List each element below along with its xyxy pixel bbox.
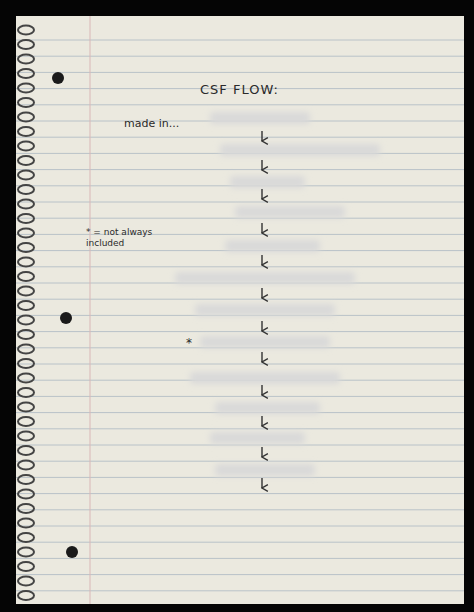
blurred-entries bbox=[175, 112, 380, 476]
note-text: * = not always included bbox=[86, 227, 164, 249]
flow-arrows bbox=[261, 131, 262, 488]
margin-line bbox=[90, 16, 91, 604]
page-title: CSF FLOW: bbox=[200, 82, 279, 97]
spiral-binding bbox=[18, 26, 34, 601]
punch-holes bbox=[52, 72, 78, 558]
asterisk-mark: * bbox=[186, 336, 192, 350]
ruled-lines bbox=[16, 40, 464, 591]
note-text: made in... bbox=[124, 117, 179, 130]
paper bbox=[16, 16, 464, 604]
